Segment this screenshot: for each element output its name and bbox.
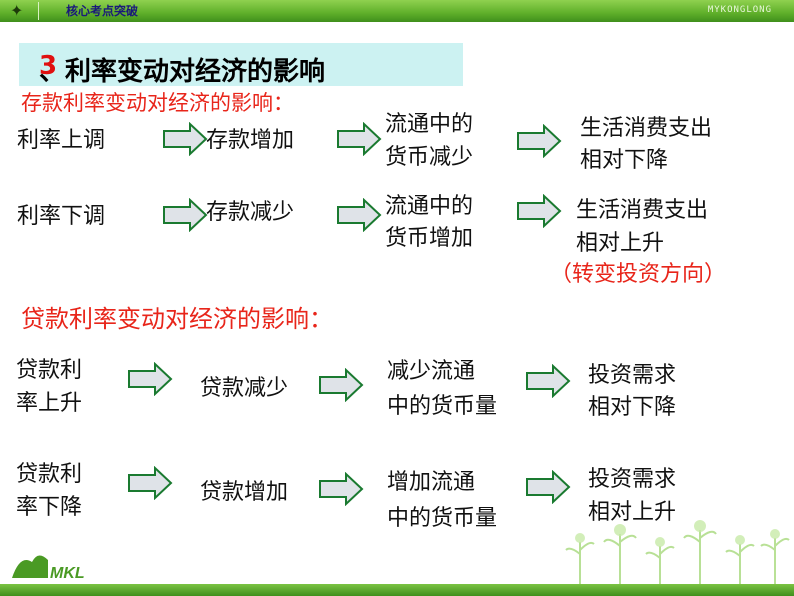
deposit-row2-effect: 存款减少 — [206, 200, 295, 225]
loan-row2-cause-line1: 贷款利 — [16, 462, 83, 487]
mkl-logo: MKL — [12, 555, 85, 582]
arrow-icon — [319, 472, 364, 506]
section-title: 、利率变动对经济的影响 — [39, 57, 326, 87]
top-bar: ✦ 核心考点突破 MYKONGLONG — [0, 0, 794, 22]
loan-row1-effect: 贷款减少 — [200, 376, 289, 401]
svg-text:MKL: MKL — [50, 565, 85, 582]
arrow-icon — [128, 466, 173, 500]
deposit-row1-effect: 存款增加 — [206, 128, 295, 153]
arrow-icon — [526, 364, 571, 398]
arrow-icon — [163, 198, 208, 232]
arrow-icon — [517, 194, 562, 228]
arrow-icon — [517, 124, 562, 158]
loan-row2-cause-line2: 率下降 — [16, 495, 83, 520]
brand-text: MYKONGLONG — [707, 5, 772, 15]
plants-decoration — [565, 520, 790, 584]
deposit-row1-result-line1: 生活消费支出 — [580, 116, 713, 141]
loan-row2-money-line1: 增加流通 — [387, 470, 476, 495]
deposit-row1-money-line1: 流通中的 — [385, 112, 474, 137]
deposit-row1-cause: 利率上调 — [17, 128, 106, 153]
loan-row2-effect: 贷款增加 — [200, 480, 289, 505]
arrow-icon — [337, 122, 382, 156]
loan-row2-result-line1: 投资需求 — [588, 467, 677, 492]
deposit-row1-result-line2: 相对下降 — [580, 148, 669, 173]
arrow-icon — [163, 122, 208, 156]
divider — [38, 2, 39, 20]
deposit-row2-money-line1: 流通中的 — [385, 194, 474, 219]
deposit-row2-note: （转变投资方向） — [550, 262, 727, 287]
deposit-row2-result-line2: 相对上升 — [576, 231, 665, 256]
section-number: 3 — [39, 51, 58, 81]
loan-row1-money-line2: 中的货币量 — [387, 394, 498, 419]
deposit-row2-money-line2: 货币增加 — [385, 226, 474, 251]
arrow-icon — [337, 198, 382, 232]
header-title: 核心考点突破 — [66, 4, 139, 18]
star-icon: ✦ — [10, 1, 24, 20]
arrow-icon — [526, 470, 571, 504]
loan-row1-result-line2: 相对下降 — [588, 395, 677, 420]
loan-row2-result-line2: 相对上升 — [588, 500, 677, 525]
loan-row1-result-line1: 投资需求 — [588, 363, 677, 388]
deposit-row1-money-line2: 货币减少 — [385, 145, 474, 170]
deposit-row2-result-line1: 生活消费支出 — [576, 198, 709, 223]
deposit-heading: 存款利率变动对经济的影响： — [21, 91, 294, 115]
arrow-icon — [128, 362, 173, 396]
loan-row1-cause-line2: 率上升 — [16, 391, 83, 416]
loan-row2-money-line2: 中的货币量 — [387, 506, 498, 531]
deposit-row2-cause: 利率下调 — [17, 204, 106, 229]
loan-heading: 贷款利率变动对经济的影响： — [21, 305, 333, 333]
loan-row1-money-line1: 减少流通 — [387, 359, 476, 384]
arrow-icon — [319, 368, 364, 402]
bottom-bar — [0, 584, 794, 596]
section-heading: 3、利率变动对经济的影响 — [19, 43, 463, 87]
loan-row1-cause-line1: 贷款利 — [16, 358, 83, 383]
